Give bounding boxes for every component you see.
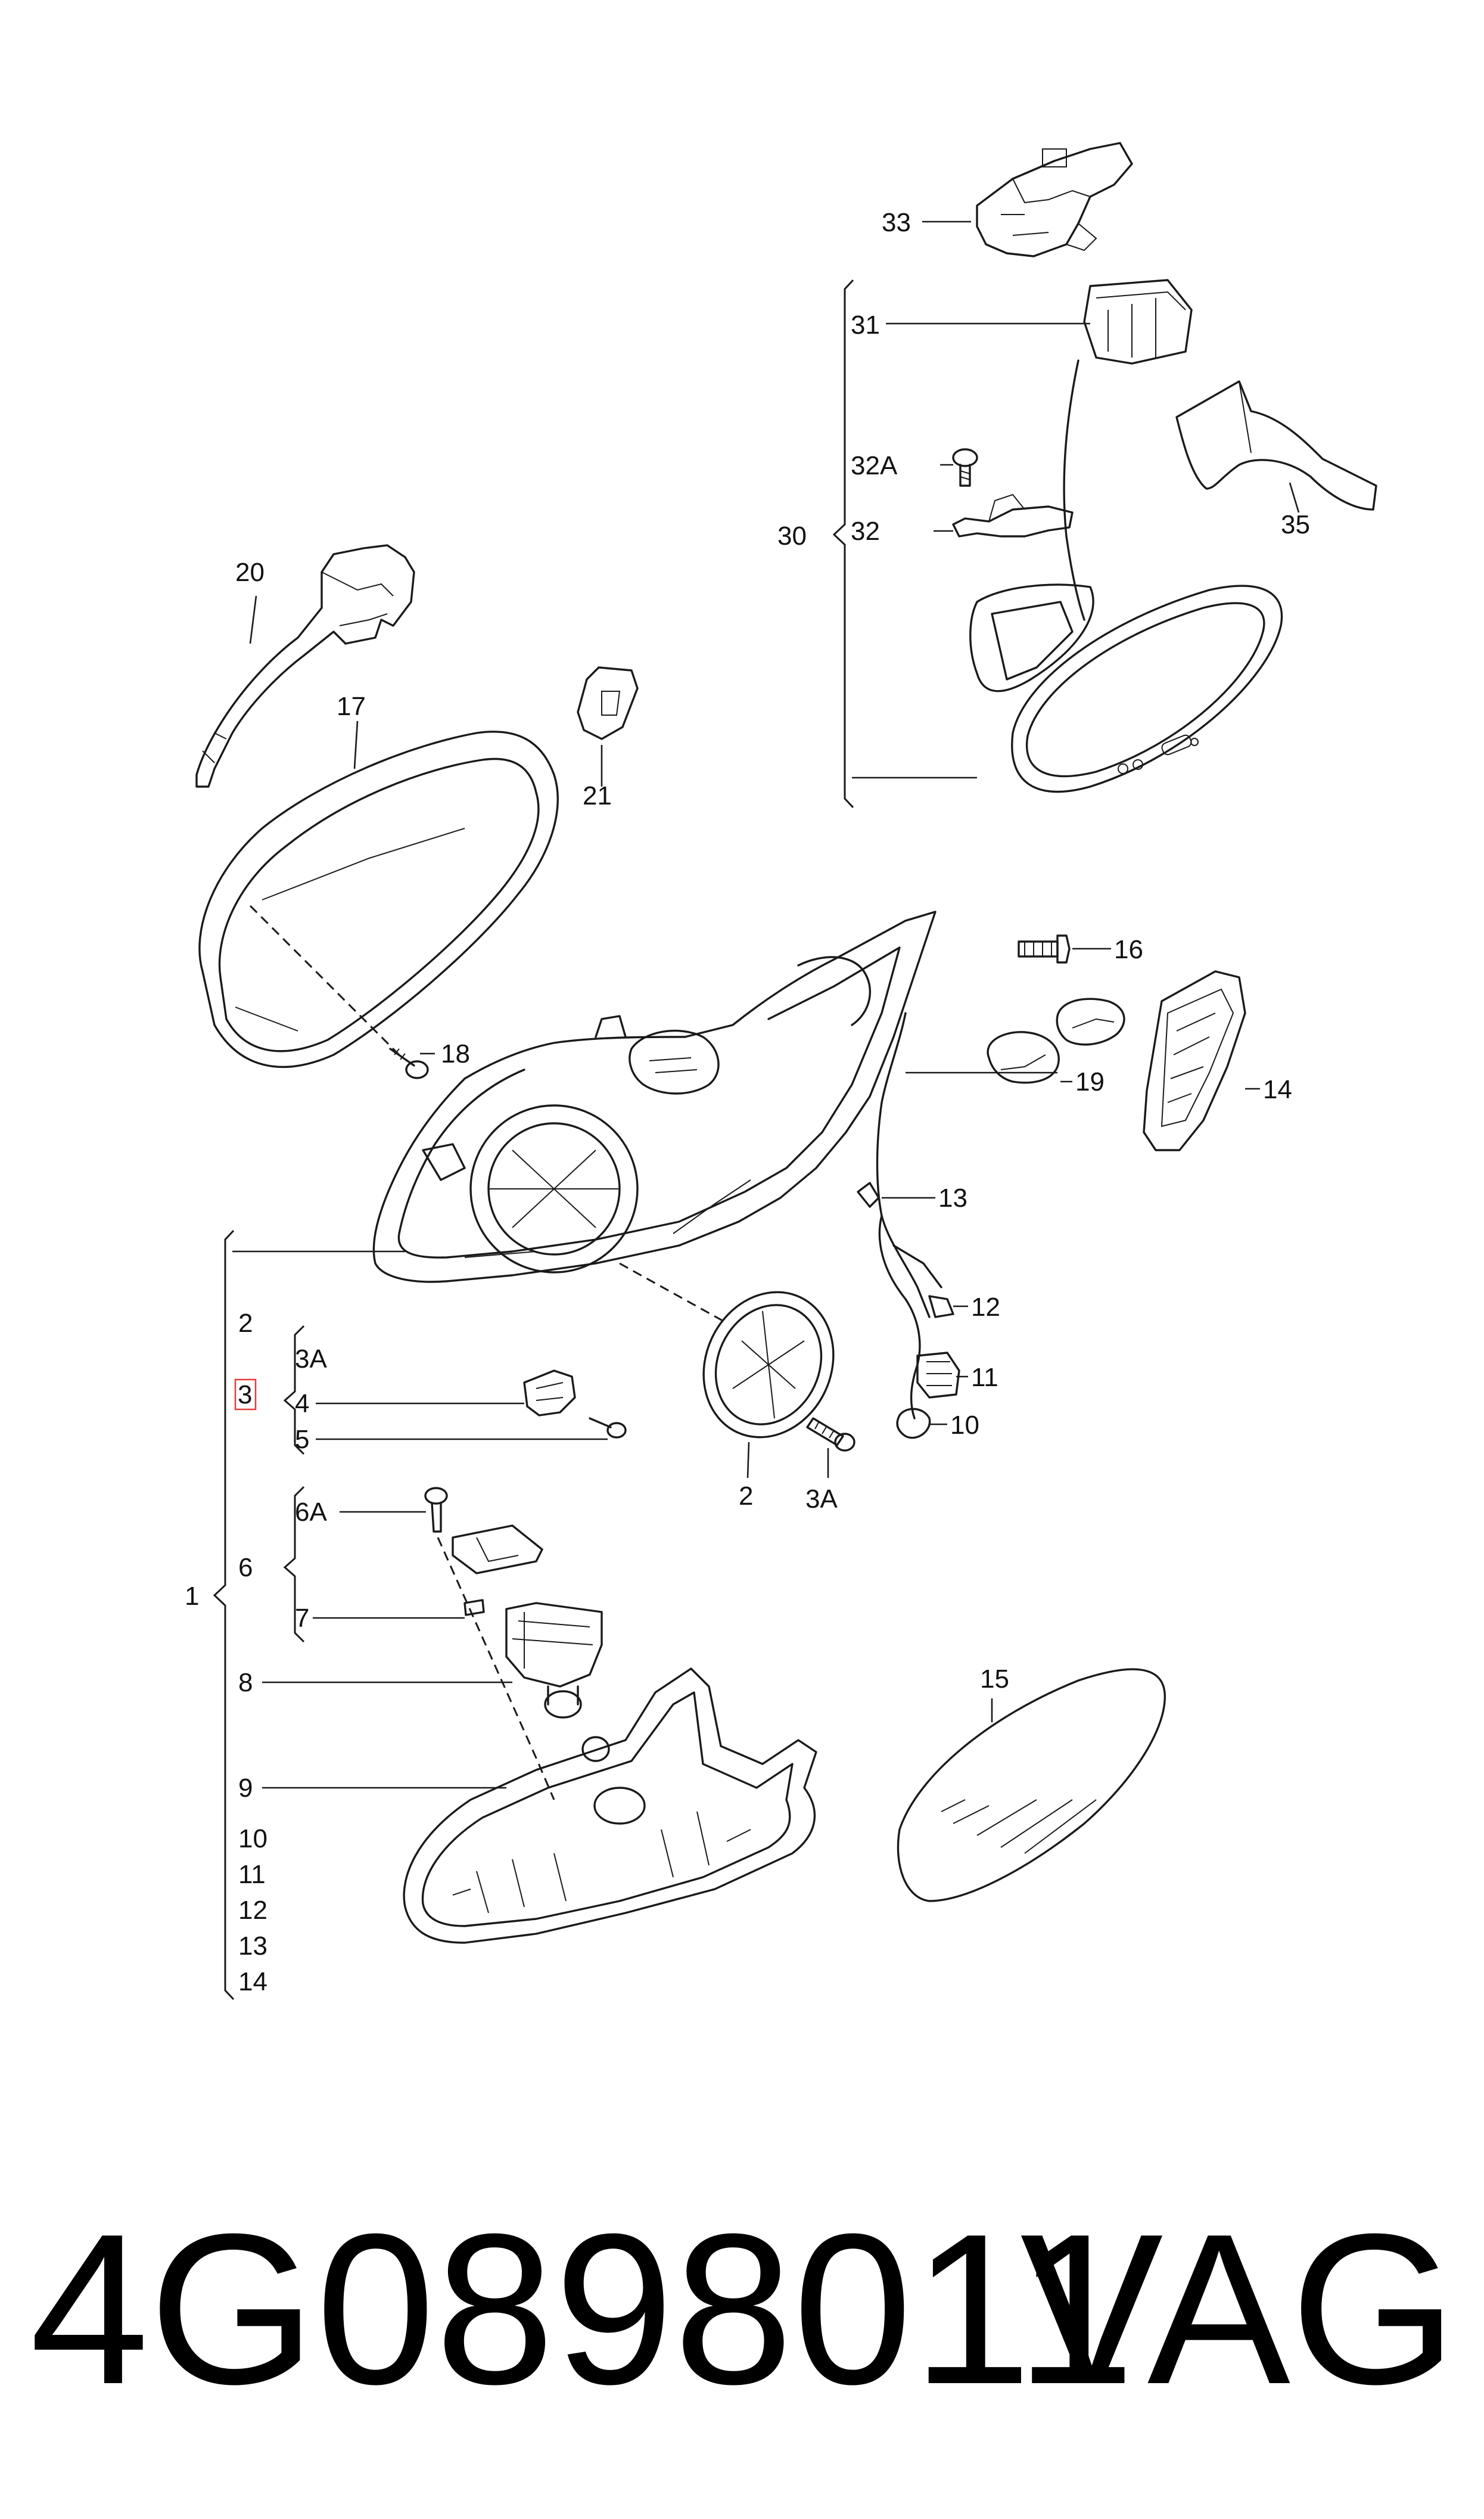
callout-19[interactable]: 19: [1075, 1067, 1105, 1097]
callout-18[interactable]: 18: [441, 1039, 470, 1069]
callout-33[interactable]: 33: [882, 208, 911, 237]
part-3a-bolt: [806, 1417, 855, 1452]
callout-32[interactable]: 32: [851, 517, 880, 546]
callout-14-right[interactable]: 14: [1263, 1075, 1292, 1104]
part-16-bolt: [1018, 934, 1071, 964]
callout-11-left[interactable]: 11: [238, 1860, 266, 1889]
callout-8[interactable]: 8: [238, 1668, 253, 1697]
leader-lines: [232, 220, 1300, 1789]
part-2-glass-carrier: [702, 1291, 835, 1439]
part-21-clip: [577, 666, 639, 740]
mirror-base-housing: [372, 911, 937, 1283]
part-19-caps: [987, 998, 1125, 1084]
callout-14-left[interactable]: 14: [238, 1967, 267, 1996]
callout-31[interactable]: 31: [851, 310, 880, 340]
callout-2-center[interactable]: 2: [739, 1481, 753, 1511]
callout-11-right[interactable]: 11: [971, 1363, 998, 1392]
callout-35[interactable]: 35: [1281, 510, 1310, 539]
part-4-clamp: [523, 1369, 576, 1417]
part-7-washer: [463, 1599, 485, 1616]
part-30-mirror-assembly: [969, 583, 1283, 793]
callout-16[interactable]: 16: [1114, 935, 1143, 964]
part-33-control-unit: [976, 142, 1133, 257]
part-18-screw: [389, 1048, 429, 1079]
part-9-lower-housing: [403, 1667, 817, 1944]
callout-2-left[interactable]: 2: [238, 1309, 253, 1338]
callout-32a[interactable]: 32A: [851, 451, 898, 480]
callout-1[interactable]: 1: [185, 1582, 199, 1611]
callout-15[interactable]: 15: [980, 1664, 1009, 1694]
callout-10-right[interactable]: 10: [950, 1411, 979, 1440]
part-17-cover-cap: [198, 731, 559, 1068]
callout-13-right[interactable]: 13: [938, 1184, 967, 1213]
part-5-screw: [589, 1417, 627, 1439]
braces: [213, 279, 854, 2001]
callout-6[interactable]: 6: [238, 1553, 253, 1582]
callout-6a[interactable]: 6A: [295, 1498, 327, 1527]
part-31-connector: [1063, 279, 1193, 621]
brand-name: VAG: [1020, 2189, 1457, 2429]
callout-12-right[interactable]: 12: [971, 1293, 1000, 1322]
callout-3a-center[interactable]: 3A: [805, 1484, 838, 1514]
callout-3-highlight: [234, 1378, 257, 1411]
part-14-lamp-housing: [1143, 970, 1246, 1151]
callout-labels: 33 31 32A 32 30 35 20 17 21 18 16 19 14 …: [185, 208, 1310, 1996]
part-6a-screw: [424, 1487, 448, 1533]
wiring-harness: [857, 1012, 960, 1439]
part-20-arm: [195, 544, 415, 788]
callout-10-left[interactable]: 10: [238, 1824, 267, 1853]
part-32a-screw: [952, 448, 978, 487]
callout-17[interactable]: 17: [337, 692, 366, 721]
bracket: [452, 1524, 543, 1574]
callout-9[interactable]: 9: [238, 1773, 253, 1803]
part-35-trim-piece: [1175, 380, 1377, 511]
callout-12-left[interactable]: 12: [238, 1896, 267, 1925]
callout-20[interactable]: 20: [235, 558, 265, 587]
callout-21[interactable]: 21: [583, 781, 612, 810]
callout-4[interactable]: 4: [295, 1389, 309, 1418]
part-15-mirror-glass: [897, 1668, 1166, 1902]
callout-13-left[interactable]: 13: [238, 1931, 267, 1961]
callout-5[interactable]: 5: [295, 1425, 309, 1454]
part-32-clip: [952, 493, 1074, 538]
part-number: 4G0898011: [30, 2189, 1135, 2429]
part-8-motor: [505, 1602, 603, 1719]
callout-3[interactable]: 3: [238, 1380, 252, 1409]
callout-7[interactable]: 7: [295, 1604, 309, 1633]
callout-3a-left[interactable]: 3A: [295, 1344, 327, 1374]
callout-30[interactable]: 30: [777, 521, 807, 551]
